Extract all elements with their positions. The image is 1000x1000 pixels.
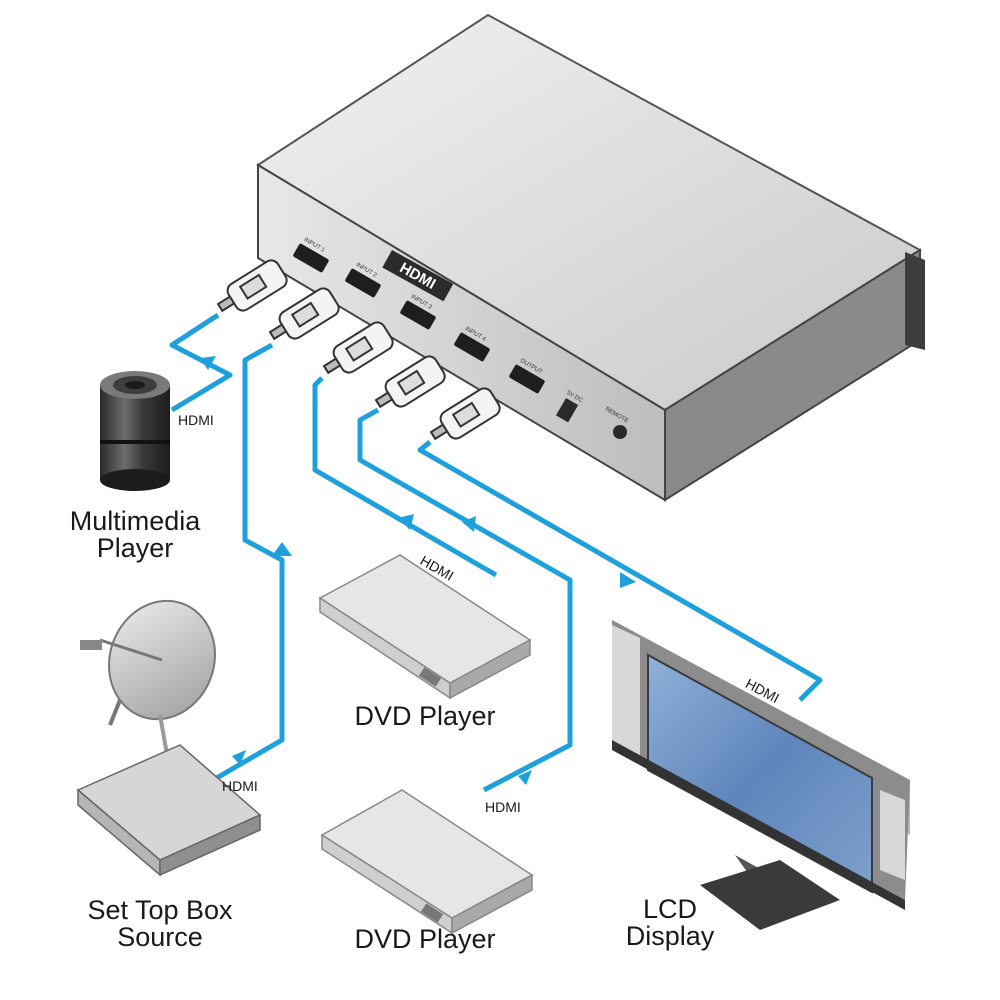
arrow bbox=[518, 770, 532, 785]
cable-multimedia bbox=[169, 312, 233, 413]
cable-dvd1 bbox=[312, 376, 498, 578]
arrow bbox=[232, 750, 246, 765]
switcher-end-rail bbox=[905, 252, 925, 350]
hdmi-switcher: HDMI INPUT 1 INPUT 2 INPUT 3 INPUT 4 OUT… bbox=[256, 13, 925, 502]
hdmi-connectors bbox=[216, 259, 501, 441]
multimedia-player-icon bbox=[100, 371, 170, 491]
lcd-display-icon bbox=[612, 620, 910, 930]
cable-output bbox=[417, 440, 823, 702]
label-line: LCD bbox=[642, 894, 697, 924]
dvd-player-1-label: DVD Player bbox=[354, 701, 496, 731]
signal-arrows bbox=[200, 356, 636, 785]
label-line: Multimedia bbox=[69, 506, 201, 536]
lcd-display-label: LCD Display bbox=[590, 896, 750, 950]
satellite-dish-icon bbox=[80, 599, 216, 761]
hdmi-plug-3 bbox=[322, 321, 394, 375]
cables bbox=[169, 312, 823, 793]
dvd-player-2-label: DVD Player bbox=[354, 924, 496, 954]
cable-label-multimedia: HDMI bbox=[178, 412, 214, 428]
label-line: Source bbox=[117, 922, 203, 952]
arrow bbox=[398, 514, 414, 530]
cable-label-settop: HDMI bbox=[222, 778, 258, 794]
label-line: Display bbox=[625, 921, 715, 951]
dvd-player-1-icon bbox=[318, 554, 532, 700]
hdmi-plug-output bbox=[429, 387, 501, 441]
hdmi-plug-1 bbox=[216, 259, 288, 313]
cable-dvd2 bbox=[357, 407, 573, 793]
hdmi-plug-2 bbox=[268, 287, 340, 341]
multimedia-player-label: Multimedia Player bbox=[40, 508, 230, 562]
set-top-box-icon bbox=[76, 744, 262, 877]
arrow bbox=[272, 542, 292, 556]
cable-label-dvd2: HDMI bbox=[485, 799, 521, 815]
hdmi-logo: HDMI bbox=[382, 250, 454, 302]
label-line: Player bbox=[96, 533, 174, 563]
set-top-box-label: Set Top Box Source bbox=[60, 897, 260, 951]
arrow bbox=[200, 356, 216, 370]
arrow bbox=[462, 516, 476, 532]
cable-settop bbox=[194, 342, 285, 793]
label-line: Set Top Box bbox=[87, 895, 233, 925]
hdmi-plug-4 bbox=[374, 355, 446, 409]
arrow bbox=[620, 572, 636, 588]
dvd-player-2-icon bbox=[320, 789, 534, 935]
